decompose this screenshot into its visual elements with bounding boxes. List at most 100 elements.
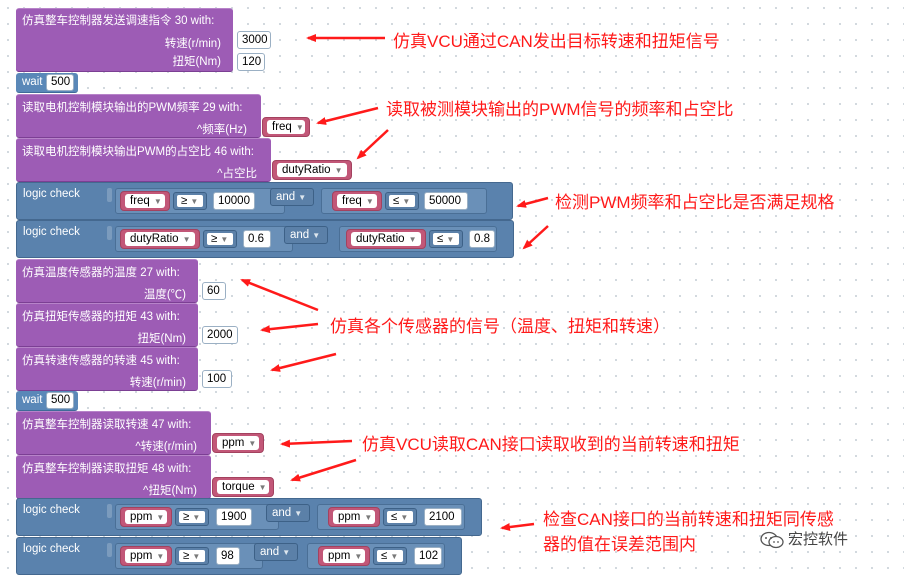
chevron-down-icon: ▼ [294, 509, 303, 518]
lc3-val-b[interactable]: 2100 [424, 508, 462, 526]
connector-notch [107, 226, 112, 240]
connector-notch [107, 504, 112, 518]
join-label: and [276, 191, 296, 203]
lc3-val-a[interactable]: 1900 [216, 508, 252, 526]
read-torque-block[interactable]: 仿真整车控制器读取扭矩 48 with: ^扭矩(Nm) [16, 455, 211, 499]
annotation-sensor-sim: 仿真各个传感器的信号（温度、扭矩和转速） [330, 317, 670, 336]
annotation-check-can-line2: 器的值在误差范围内 [543, 535, 696, 554]
param-label-frequency: ^频率(Hz) [196, 124, 247, 136]
lc1-var-b[interactable]: freq▼ [332, 191, 382, 211]
lc3-var-a[interactable]: ppm▼ [120, 507, 172, 527]
lc4-and-operator[interactable]: and▼ [254, 543, 298, 561]
logic-check-label: logic check [23, 188, 80, 200]
lc3-op-b[interactable]: ≤▼ [383, 508, 417, 526]
chevron-down-icon: ▼ [248, 439, 257, 448]
variable-dutyratio-dropdown[interactable]: dutyRatio▼ [272, 160, 352, 180]
lc2-and-operator[interactable]: and▼ [284, 226, 328, 244]
lc1-var-a[interactable]: freq▼ [120, 191, 170, 211]
wait-value-input[interactable]: 500 [46, 392, 74, 409]
variable-name: dutyRatio [356, 233, 405, 245]
sim-speed-block[interactable]: 仿真转速传感器的转速 45 with: 转速(r/min) [16, 347, 198, 391]
lc3-and-operator[interactable]: and▼ [266, 504, 310, 522]
watermark-text: 宏控软件 [788, 531, 849, 548]
read-speed-block[interactable]: 仿真整车控制器读取转速 47 with: ^转速(r/min) [16, 411, 211, 455]
variable-name: ppm [130, 511, 153, 523]
connector-notch [107, 188, 112, 202]
lc2-var-b[interactable]: dutyRatio▼ [346, 229, 426, 249]
lc1-val-b[interactable]: 50000 [424, 192, 468, 210]
lc4-op-a[interactable]: ≥▼ [175, 547, 209, 565]
block-title: 仿真整车控制器读取转速 47 with: [22, 419, 192, 431]
speed-sensor-value-input[interactable]: 100 [202, 370, 232, 388]
annotation-vcu-send: 仿真VCU通过CAN发出目标转速和扭矩信号 [393, 32, 720, 51]
lc2-val-b[interactable]: 0.8 [469, 230, 495, 248]
lc1-val-a[interactable]: 10000 [213, 192, 255, 210]
chevron-down-icon: ▼ [390, 552, 399, 561]
operator: ≥ [211, 233, 218, 245]
lc1-op-b[interactable]: ≤▼ [385, 192, 419, 210]
chevron-down-icon: ▼ [402, 197, 411, 206]
chevron-down-icon: ▼ [156, 513, 165, 522]
chevron-down-icon: ▼ [312, 231, 321, 240]
connector-notch [107, 543, 112, 557]
read-pwm-frequency-block[interactable]: 读取电机控制模块输出的PWM频率 29 with: ^频率(Hz) [16, 94, 261, 138]
chevron-down-icon: ▼ [364, 513, 373, 522]
chevron-down-icon: ▼ [153, 197, 162, 206]
arrow-4a [240, 278, 319, 312]
block-title: 仿真转速传感器的转速 45 with: [22, 355, 180, 367]
chevron-down-icon: ▼ [282, 548, 291, 557]
variable-torque-dropdown[interactable]: torque▼ [212, 477, 274, 497]
chevron-down-icon: ▼ [354, 552, 363, 561]
lc3-var-b[interactable]: ppm▼ [328, 507, 380, 527]
annotation-read-pwm: 读取被测模块输出的PWM信号的频率和占空比 [386, 100, 734, 119]
lc2-op-a[interactable]: ≥▼ [203, 230, 237, 248]
sim-torque-block[interactable]: 仿真扭矩传感器的扭矩 43 with: 扭矩(Nm) [16, 303, 198, 347]
variable-name: torque [222, 481, 255, 493]
join-label: and [290, 229, 310, 241]
arrow-2b [356, 129, 389, 160]
chevron-down-icon: ▼ [446, 235, 455, 244]
operator: ≤ [381, 550, 388, 562]
block-title: 仿真扭矩传感器的扭矩 43 with: [22, 311, 180, 323]
param-label-torque: ^扭矩(Nm) [143, 485, 197, 497]
wechat-icon [760, 531, 784, 549]
chevron-down-icon: ▼ [298, 193, 307, 202]
temperature-value-input[interactable]: 60 [202, 282, 226, 300]
param-label-speed: 转速(r/min) [164, 38, 221, 50]
chevron-down-icon: ▼ [192, 552, 201, 561]
lc2-val-a[interactable]: 0.6 [243, 230, 271, 248]
lc4-var-a[interactable]: ppm▼ [120, 546, 172, 566]
chevron-down-icon: ▼ [192, 513, 201, 522]
variable-name: dutyRatio [130, 233, 179, 245]
param-label-speed: 转速(r/min) [129, 377, 186, 389]
lc3-op-a[interactable]: ≥▼ [175, 508, 209, 526]
param-label-temperature: 温度(℃) [143, 289, 186, 301]
lc2-var-a[interactable]: dutyRatio▼ [120, 229, 200, 249]
lc2-op-b[interactable]: ≤▼ [429, 230, 463, 248]
chevron-down-icon: ▼ [190, 197, 199, 206]
variable-name: freq [342, 195, 362, 207]
sim-temperature-block[interactable]: 仿真温度传感器的温度 27 with: 温度(℃) [16, 259, 198, 303]
param-label-torque: 扭矩(Nm) [172, 56, 221, 68]
annotation-check-can-line1: 检查CAN接口的当前转速和扭矩同传感 [543, 510, 834, 529]
annotation-vcu-read: 仿真VCU读取CAN接口读取收到的当前转速和扭矩 [362, 435, 740, 454]
torque-sensor-value-input[interactable]: 2000 [202, 326, 238, 344]
read-pwm-duty-block[interactable]: 读取电机控制模块输出PWM的占空比 46 with: ^占空比 [16, 138, 271, 182]
speed-value-input[interactable]: 3000 [237, 31, 271, 49]
variable-freq-dropdown[interactable]: freq▼ [262, 117, 310, 137]
variable-ppm-dropdown[interactable]: ppm▼ [212, 433, 264, 453]
variable-name: freq [272, 121, 292, 133]
param-label-torque: 扭矩(Nm) [137, 333, 186, 345]
torque-value-input[interactable]: 120 [237, 53, 265, 71]
wait-value-input[interactable]: 500 [46, 74, 74, 91]
logic-check-label: logic check [23, 543, 80, 555]
chevron-down-icon: ▼ [182, 235, 191, 244]
lc4-val-a[interactable]: 98 [216, 547, 240, 565]
chevron-down-icon: ▼ [334, 166, 343, 175]
lc4-var-b[interactable]: ppm▼ [318, 546, 370, 566]
lc4-op-b[interactable]: ≤▼ [373, 547, 407, 565]
lc1-op-a[interactable]: ≥▼ [173, 192, 207, 210]
arrow-3b [522, 225, 549, 250]
lc1-and-operator[interactable]: and▼ [270, 188, 314, 206]
lc4-val-b[interactable]: 102 [414, 547, 442, 565]
